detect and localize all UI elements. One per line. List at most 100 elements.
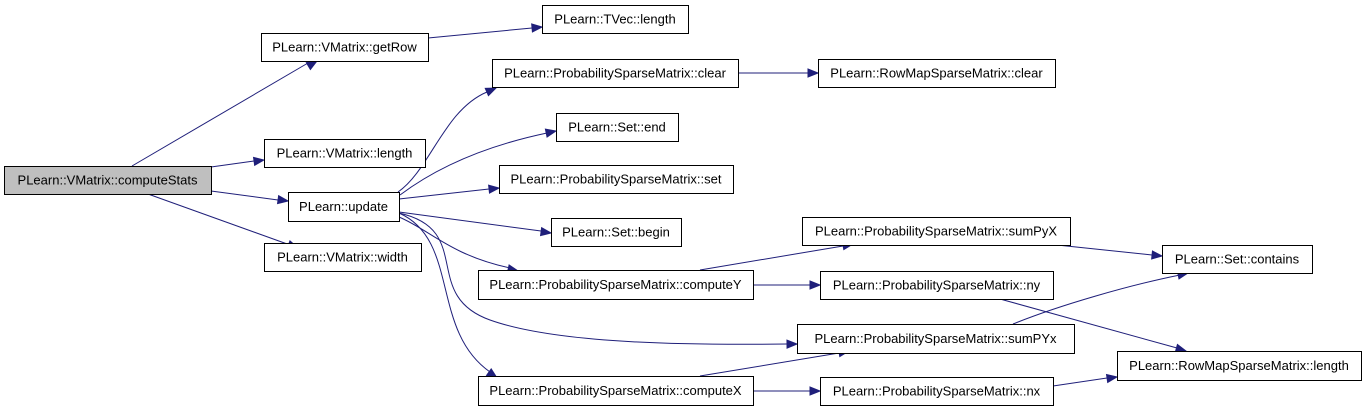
arrow-head-icon xyxy=(807,68,820,78)
node-box[interactable] xyxy=(797,324,1075,354)
node-box[interactable] xyxy=(802,217,1071,246)
edge-line xyxy=(1052,377,1108,387)
node-box[interactable] xyxy=(1117,351,1362,381)
node-psm_nx[interactable]: PLearn::ProbabilitySparseMatrix::nx xyxy=(820,377,1054,406)
arrow-head-icon xyxy=(531,23,544,33)
edge-psm_ny-to-rmsm_length xyxy=(999,298,1188,353)
node-psm_sumPyX[interactable]: PLearn::ProbabilitySparseMatrix::sumPyX xyxy=(802,217,1071,246)
node-rmsm_clear[interactable]: PLearn::RowMapSparseMatrix::clear xyxy=(818,59,1056,88)
edge-line xyxy=(699,352,840,377)
node-psm_computeY[interactable]: PLearn::ProbabilitySparseMatrix::compute… xyxy=(478,270,754,300)
arrow-head-icon xyxy=(484,87,498,97)
edge-computeStats-to-vm_width xyxy=(147,193,300,249)
node-box[interactable] xyxy=(264,139,426,168)
node-box[interactable] xyxy=(818,59,1056,88)
node-box[interactable] xyxy=(1162,245,1313,274)
node-box[interactable] xyxy=(492,59,739,88)
node-psm_set[interactable]: PLearn::ProbabilitySparseMatrix::set xyxy=(499,165,734,194)
arrow-head-icon xyxy=(544,128,558,138)
node-set_end[interactable]: PLearn::Set::end xyxy=(556,113,679,142)
node-label: PLearn::ProbabilitySparseMatrix::compute… xyxy=(489,383,742,398)
node-box[interactable] xyxy=(478,270,754,300)
edge-line xyxy=(210,190,279,201)
arrow-head-icon xyxy=(809,280,822,290)
arrow-head-icon xyxy=(276,194,290,205)
node-label: PLearn::Set::contains xyxy=(1175,252,1300,267)
edge-update-to-psm_clear xyxy=(397,87,498,193)
arrow-head-icon xyxy=(1105,373,1119,384)
edge-line xyxy=(999,298,1178,349)
edge-line xyxy=(1012,274,1181,325)
node-box[interactable] xyxy=(264,243,422,272)
node-label: PLearn::ProbabilitySparseMatrix::clear xyxy=(504,66,726,81)
edge-update-to-set_end xyxy=(399,128,558,196)
edge-psm_sumPyX-to-set_contains xyxy=(1056,244,1164,260)
node-set_begin[interactable]: PLearn::Set::begin xyxy=(551,218,682,247)
node-label: PLearn::VMatrix::computeStats xyxy=(18,173,198,188)
edge-line xyxy=(398,211,542,232)
call-graph-nodes: PLearn::VMatrix::computeStatsPLearn::VMa… xyxy=(4,5,1362,406)
node-computeStats[interactable]: PLearn::VMatrix::computeStats xyxy=(4,166,212,195)
node-getRow[interactable]: PLearn::VMatrix::getRow xyxy=(261,33,429,62)
edge-line xyxy=(147,193,291,246)
edge-psm_computeY-to-psm_ny xyxy=(753,280,822,290)
arrow-head-icon xyxy=(488,184,501,194)
node-box[interactable] xyxy=(820,271,1054,300)
node-box[interactable] xyxy=(556,113,679,142)
arrow-head-icon xyxy=(809,386,822,396)
edge-line xyxy=(399,132,548,196)
edge-line xyxy=(398,216,511,269)
node-vm_length[interactable]: PLearn::VMatrix::length xyxy=(264,139,426,168)
arrow-head-icon xyxy=(786,339,799,349)
node-label: PLearn::Set::end xyxy=(568,120,666,135)
node-label: PLearn::ProbabilitySparseMatrix::ny xyxy=(833,278,1041,293)
node-label: PLearn::TVec::length xyxy=(554,12,675,27)
node-label: PLearn::ProbabilitySparseMatrix::compute… xyxy=(489,277,742,292)
edge-getRow-to-tvec_length xyxy=(427,23,544,39)
node-box[interactable] xyxy=(551,218,682,247)
arrow-head-icon xyxy=(252,156,266,167)
edge-line xyxy=(427,27,533,39)
node-box[interactable] xyxy=(499,165,734,194)
edge-line xyxy=(398,212,491,373)
node-vm_width[interactable]: PLearn::VMatrix::width xyxy=(264,243,422,272)
edge-psm_nx-to-rmsm_length xyxy=(1052,373,1119,387)
arrow-head-icon xyxy=(1151,250,1164,260)
edge-line xyxy=(397,91,488,193)
node-update[interactable]: PLearn::update xyxy=(288,192,400,222)
node-box[interactable] xyxy=(288,192,400,222)
node-label: PLearn::ProbabilitySparseMatrix::set xyxy=(511,172,722,187)
node-label: PLearn::ProbabilitySparseMatrix::nx xyxy=(833,384,1041,399)
node-box[interactable] xyxy=(261,33,429,62)
node-psm_clear[interactable]: PLearn::ProbabilitySparseMatrix::clear xyxy=(492,59,739,88)
edge-psm_computeX-to-psm_nx xyxy=(753,386,822,396)
node-box[interactable] xyxy=(542,5,689,34)
arrow-head-icon xyxy=(539,226,553,237)
node-box[interactable] xyxy=(820,377,1054,406)
node-psm_ny[interactable]: PLearn::ProbabilitySparseMatrix::ny xyxy=(820,271,1054,300)
edge-line xyxy=(398,212,788,345)
node-label: PLearn::VMatrix::length xyxy=(277,146,413,161)
node-box[interactable] xyxy=(478,376,754,406)
node-set_contains[interactable]: PLearn::Set::contains xyxy=(1162,245,1313,274)
edge-line xyxy=(1056,244,1153,256)
edge-line xyxy=(699,245,844,271)
node-label: PLearn::ProbabilitySparseMatrix::sumPYx xyxy=(814,331,1057,346)
node-label: PLearn::VMatrix::getRow xyxy=(272,40,417,55)
edge-line xyxy=(398,188,490,200)
edge-update-to-psm_sumPYx xyxy=(398,212,799,349)
node-box[interactable] xyxy=(4,166,212,195)
node-label: PLearn::RowMapSparseMatrix::length xyxy=(1129,358,1349,373)
arrow-head-icon xyxy=(305,60,319,71)
node-psm_sumPYx[interactable]: PLearn::ProbabilitySparseMatrix::sumPYx xyxy=(797,324,1075,354)
edge-update-to-set_begin xyxy=(398,211,553,237)
edge-line xyxy=(210,160,255,168)
edge-update-to-psm_set xyxy=(398,184,501,200)
node-label: PLearn::update xyxy=(299,199,388,214)
node-label: PLearn::Set::begin xyxy=(562,225,670,240)
node-tvec_length[interactable]: PLearn::TVec::length xyxy=(542,5,689,34)
node-rmsm_length[interactable]: PLearn::RowMapSparseMatrix::length xyxy=(1117,351,1362,381)
edge-computeStats-to-vm_length xyxy=(210,156,266,168)
node-psm_computeX[interactable]: PLearn::ProbabilitySparseMatrix::compute… xyxy=(478,376,754,406)
